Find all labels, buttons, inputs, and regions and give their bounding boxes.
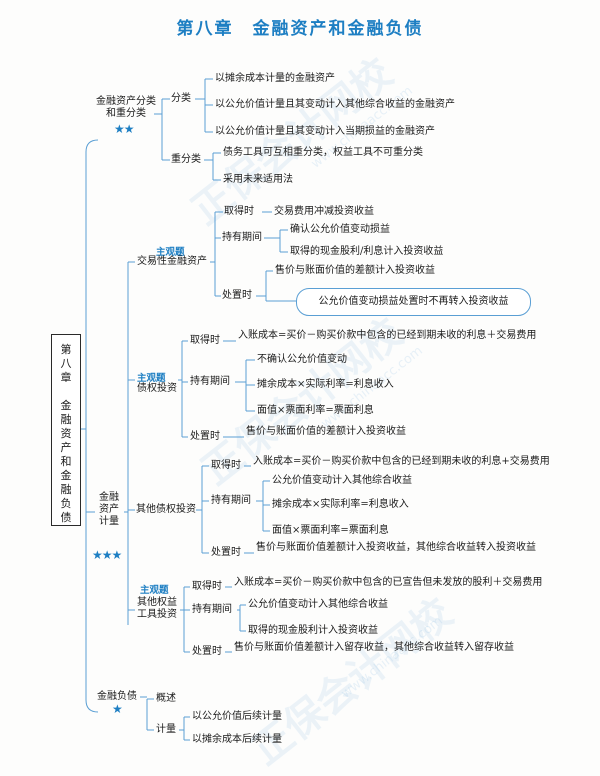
disposal-node: 处置时 [211, 547, 241, 558]
holding-node: 持有期间 [211, 495, 251, 506]
subjective-tag: 主观题 [140, 585, 169, 596]
holding-item: 不确认公允价值变动 [257, 354, 347, 365]
connector-lines [79, 78, 296, 741]
acquisition-node: 取得时 [190, 335, 220, 346]
disposal-item: 售价与账面价值的差额计入投资收益 [275, 265, 435, 276]
star-icon: ★★★ [92, 548, 122, 562]
subjective-tag: 主观题 [137, 373, 166, 384]
holding-node: 持有期间 [222, 232, 262, 243]
root-node: 第 八 章 金 融 资 产 和 金 融 负 债 [51, 334, 81, 526]
fenlei-item: 以公允价值计量且其变动计入其他综合收益的金融资产 [215, 99, 455, 110]
root-label: 第 八 章 金 融 资 产 和 金 融 负 债 [60, 343, 72, 524]
disposal-node: 处置时 [192, 646, 222, 657]
reclassification-item: 采用未来适用法 [223, 174, 293, 185]
acquisition-node: 取得时 [224, 206, 254, 217]
disposal-node: 处置时 [222, 290, 252, 301]
disposal-item: 售价与账面价值的差额计入投资收益 [246, 426, 406, 437]
debt-investment-node: 债权投资 [137, 383, 177, 394]
holding-item: 确认公允价值变动损益 [290, 224, 390, 235]
liability-measure-item: 以摊余成本后续计量 [192, 734, 282, 745]
holding-node: 持有期间 [192, 604, 232, 615]
star-icon: ★ [112, 702, 123, 716]
measurement-node: 金融 资产 计量 [99, 492, 119, 527]
overview-node: 概述 [156, 693, 176, 704]
acquisition-item: 入账成本=买价－购买价款中包含的已宣告但未发放的股利＋交易费用 [234, 577, 543, 588]
holding-item: 摊余成本×实际利率=利息收入 [272, 499, 409, 510]
page-title: 第八章 金融资产和金融负债 [176, 19, 424, 39]
holding-item: 取得的现金股利计入投资收益 [248, 625, 378, 636]
holding-item: 公允价值变动计入其他综合收益 [248, 599, 388, 610]
holding-node: 持有期间 [190, 376, 230, 387]
disposal-item: 售价与账面价值差额计入投资收益，其他综合收益转入投资收益 [256, 542, 536, 553]
disposal-item: 售价与账面价值差额计入留存收益，其他综合收益转入留存收益 [234, 642, 514, 653]
financial-liability-node: 金融负债 [97, 691, 137, 702]
trading-asset-node: 交易性金融资产 [137, 256, 207, 267]
note-box: 公允价值变动损益处置时不再转入投资收益 [296, 288, 531, 316]
classification-node: 金融资产分类 和重分类 [96, 96, 156, 119]
subjective-tag: 主观题 [156, 247, 185, 258]
star-icon: ★★ [114, 122, 134, 136]
liability-measure-node: 计量 [156, 724, 176, 735]
holding-item: 面值×票面利率=票面利息 [257, 405, 374, 416]
acquisition-item: 交易费用冲减投资收益 [274, 206, 374, 217]
liability-measure-item: 以公允价值后续计量 [192, 711, 282, 722]
acquisition-node: 取得时 [211, 460, 241, 471]
reclassification-node: 重分类 [171, 154, 201, 165]
other-equity-investment-node: 其他权益 工具投资 [137, 597, 177, 620]
holding-item: 公允价值变动计入其他综合收益 [272, 475, 412, 486]
note-text: 公允价值变动损益处置时不再转入投资收益 [318, 296, 509, 307]
other-debt-investment-node: 其他债权投资 [136, 504, 196, 515]
disposal-node: 处置时 [190, 431, 220, 442]
acquisition-node: 取得时 [192, 581, 222, 592]
holding-item: 摊余成本×实际利率=利息收入 [257, 379, 394, 390]
acquisition-item: 入账成本=买价－购买价款中包含的已经到期未收的利息+交易费用 [253, 456, 550, 467]
acquisition-item: 入账成本=买价－购买价款中包含的已经到期未收的利息＋交易费用 [238, 330, 537, 341]
fenlei-item: 以摊余成本计量的金融资产 [215, 73, 335, 84]
reclassification-item: 债务工具可互相重分类，权益工具不可重分类 [223, 147, 423, 158]
holding-item: 取得的现金股利/利息计入投资收益 [290, 246, 444, 257]
holding-item: 面值×票面利率=票面利息 [272, 525, 389, 536]
fenlei-item: 以公允价值计量且其变动计入当期损益的金融资产 [215, 126, 435, 137]
fenlei-node: 分类 [171, 93, 191, 104]
